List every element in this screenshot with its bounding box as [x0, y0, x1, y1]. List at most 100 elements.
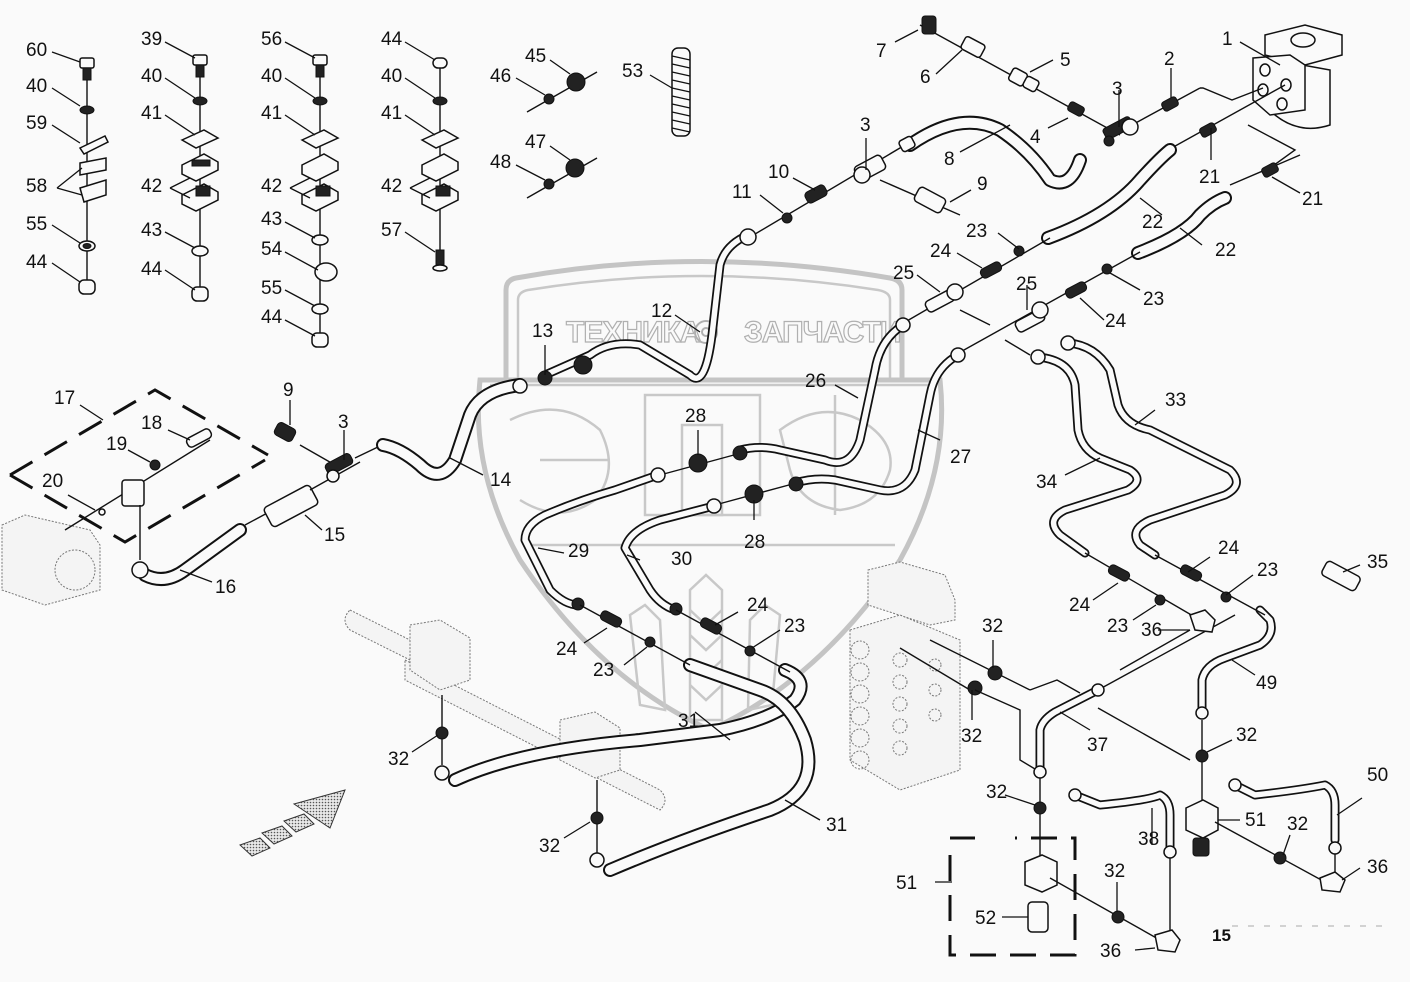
callout-38: 38 [1138, 829, 1159, 850]
callout-9: 9 [977, 174, 988, 195]
callout-32: 32 [961, 726, 982, 747]
callout-4: 4 [1030, 127, 1041, 148]
callout-44: 44 [261, 307, 283, 328]
callout-57: 57 [381, 220, 402, 241]
callout-43: 43 [261, 209, 282, 230]
bolt-stack-3 [300, 54, 340, 348]
callout-29: 29 [568, 541, 589, 562]
callout-28: 28 [744, 532, 765, 553]
callout-52: 52 [975, 908, 996, 929]
callout-24: 24 [556, 639, 578, 660]
callout-32: 32 [539, 836, 560, 857]
callout-9: 9 [283, 380, 294, 401]
callout-55: 55 [261, 278, 282, 299]
callout-24: 24 [747, 595, 769, 616]
watermark-text-right: ЗАПЧАСТИ [744, 316, 900, 349]
callout-20: 20 [42, 471, 63, 492]
callout-3: 3 [860, 115, 871, 136]
corrugated-sleeve [671, 47, 691, 137]
callout-42: 42 [261, 176, 282, 197]
callout-24: 24 [1218, 538, 1240, 559]
callout-51: 51 [896, 873, 917, 894]
callout-42: 42 [141, 176, 162, 197]
callout-43: 43 [141, 220, 162, 241]
callout-56: 56 [261, 29, 282, 50]
callout-59: 59 [26, 113, 47, 134]
callout-60: 60 [26, 40, 47, 61]
leader-lines [51, 29, 1363, 951]
callout-30: 30 [671, 549, 692, 570]
callout-24: 24 [1105, 311, 1127, 332]
callout-54: 54 [261, 239, 283, 260]
callout-18: 18 [141, 413, 162, 434]
callout-8: 8 [944, 149, 955, 170]
callout-23: 23 [966, 221, 987, 242]
callout-19: 19 [106, 434, 127, 455]
control-valve [849, 552, 1361, 957]
callout-32: 32 [1104, 861, 1125, 882]
callout-3: 3 [338, 412, 349, 433]
direction-arrow-icon [239, 789, 346, 857]
callout-44: 44 [141, 259, 163, 280]
callout-21: 21 [1302, 189, 1323, 210]
callout-22: 22 [1215, 240, 1236, 261]
callout-2: 2 [1164, 49, 1175, 70]
page-number: 15 [1212, 926, 1231, 945]
pump-group [1, 378, 528, 606]
callout-49: 49 [1256, 673, 1277, 694]
callout-36: 36 [1367, 857, 1388, 878]
callout-48: 48 [490, 152, 511, 173]
callout-46: 46 [490, 66, 511, 87]
callout-28: 28 [685, 406, 706, 427]
callout-24: 24 [1069, 595, 1091, 616]
bolt-stack-2 [180, 54, 220, 302]
callout-35: 35 [1367, 552, 1388, 573]
callout-22: 22 [1142, 212, 1163, 233]
callout-45: 45 [525, 46, 546, 67]
callout-23: 23 [593, 660, 614, 681]
callout-10: 10 [768, 162, 789, 183]
callout-23: 23 [1107, 616, 1128, 637]
bolt-stack-1 [78, 57, 110, 295]
callout-41: 41 [261, 103, 282, 124]
callout-40: 40 [261, 66, 282, 87]
callout-16: 16 [215, 577, 236, 598]
callout-44: 44 [26, 252, 48, 273]
callout-37: 37 [1087, 735, 1108, 756]
callout-14: 14 [490, 470, 512, 491]
callout-39: 39 [141, 29, 162, 50]
callout-32: 32 [388, 749, 409, 770]
callout-26: 26 [805, 371, 826, 392]
callout-32: 32 [986, 782, 1007, 803]
callout-44: 44 [381, 29, 403, 50]
cylinder-group [344, 604, 816, 877]
callout-5: 5 [1060, 50, 1071, 71]
callout-51: 51 [1245, 810, 1266, 831]
callout-7: 7 [876, 41, 887, 62]
callout-1: 1 [1222, 29, 1233, 50]
callout-58: 58 [26, 176, 47, 197]
callout-41: 41 [141, 103, 162, 124]
callout-47: 47 [525, 132, 546, 153]
callout-11: 11 [732, 182, 752, 203]
callout-50: 50 [1367, 765, 1388, 786]
callout-15: 15 [324, 525, 345, 546]
callout-25: 25 [1016, 274, 1037, 295]
callout-6: 6 [920, 67, 931, 88]
callout-36: 36 [1141, 620, 1162, 641]
nut-group [526, 71, 598, 199]
callout-13: 13 [532, 321, 553, 342]
callout-24: 24 [930, 241, 952, 262]
callout-40: 40 [141, 66, 162, 87]
callout-34: 34 [1036, 472, 1058, 493]
callout-40: 40 [381, 66, 402, 87]
callout-3: 3 [1112, 79, 1123, 100]
callout-12: 12 [651, 301, 672, 322]
callout-23: 23 [1143, 289, 1164, 310]
callout-23: 23 [784, 616, 805, 637]
steering-unit [1252, 24, 1343, 130]
callout-40: 40 [26, 76, 47, 97]
callout-53: 53 [622, 61, 643, 82]
callout-31: 31 [826, 815, 847, 836]
